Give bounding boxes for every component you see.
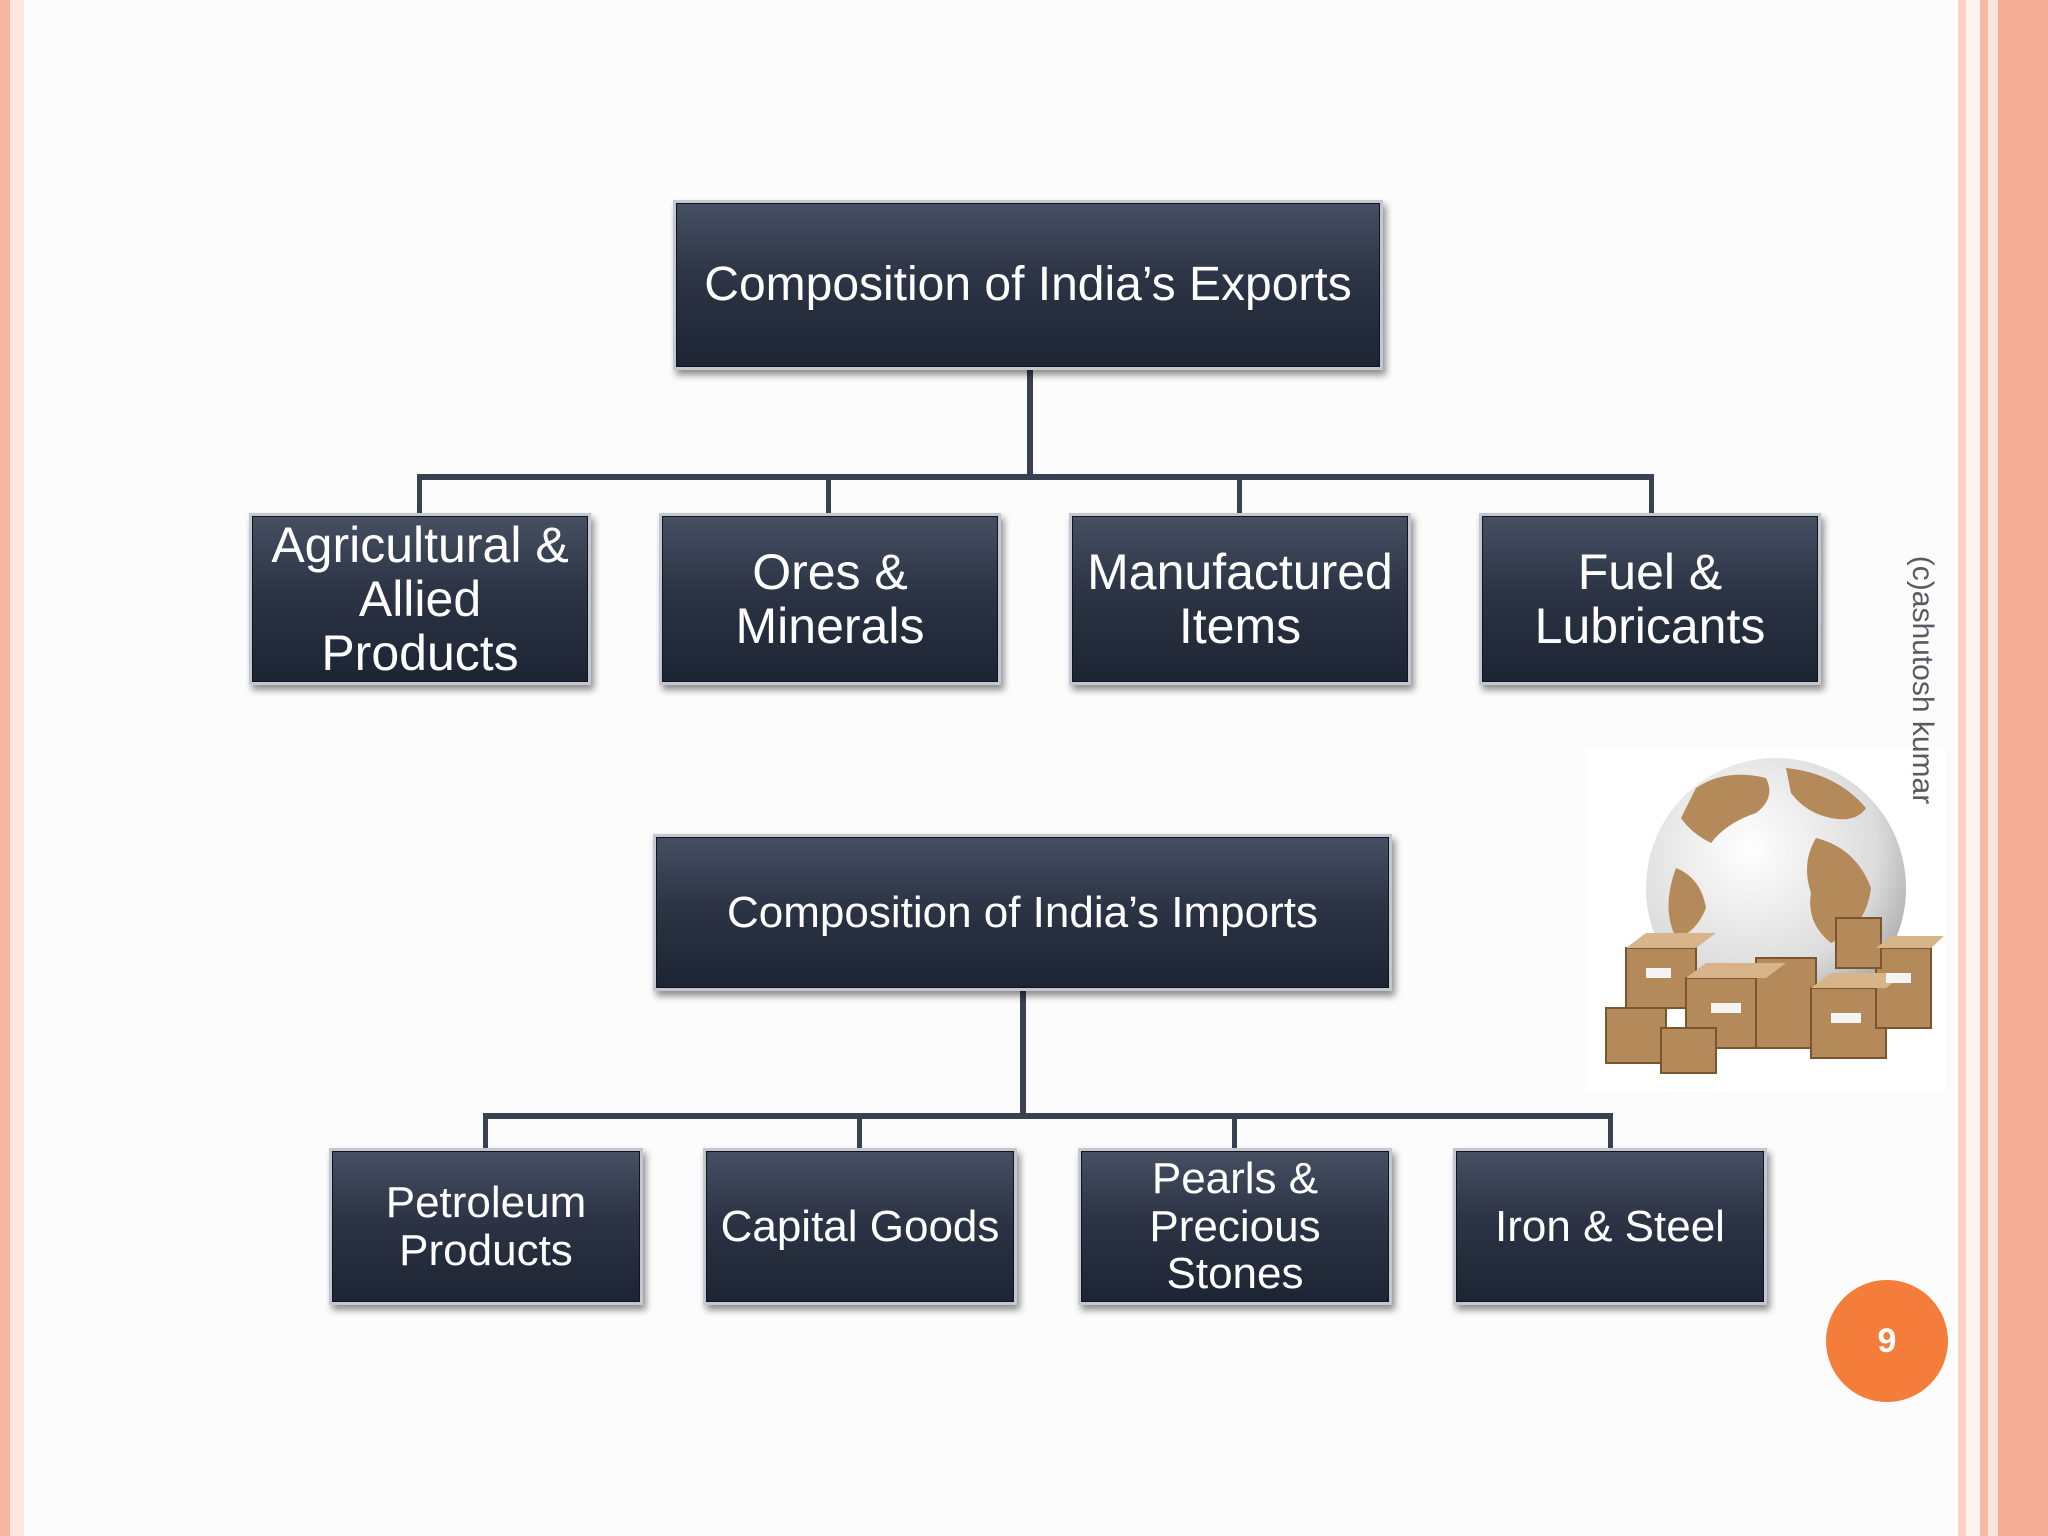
page-number: 9 [1877,1321,1897,1360]
exports-item-label: Fuel & Lubricants [1534,544,1766,654]
exports-item-agricultural: Agricultural & Allied Products [249,513,591,685]
right-border-decoration [1958,0,2048,1536]
left-border-decoration [0,0,24,1536]
exports-item-label: Ores & Minerals [735,544,925,654]
imports-item-label: Petroleum Products [385,1177,587,1275]
author-credit-text: (c)ashutosh kumar [1906,555,1939,805]
imports-connector-stem [1020,988,1026,1118]
imports-item-label: Iron & Steel [1495,1201,1725,1251]
imports-item-pearls: Pearls & Precious Stones [1078,1148,1392,1305]
exports-connector-drop-4 [1649,474,1654,516]
imports-connector-drop-4 [1608,1113,1613,1151]
exports-connector-drop-3 [1237,474,1242,516]
imports-item-label: Pearls & Precious Stones [1149,1154,1321,1299]
exports-item-label: Manufactured Items [1087,544,1393,654]
exports-item-fuel: Fuel & Lubricants [1479,513,1821,685]
imports-connector-drop-3 [1232,1113,1237,1151]
imports-connector-bar [483,1113,1613,1119]
imports-item-petroleum: Petroleum Products [329,1148,643,1305]
exports-title: Composition of India’s Exports [704,258,1352,312]
exports-connector-bar [417,474,1654,480]
imports-connector-drop-2 [857,1113,862,1151]
imports-item-label: Capital Goods [720,1201,1000,1251]
exports-connector-drop-1 [417,474,422,516]
imports-item-iron-steel: Iron & Steel [1453,1148,1767,1305]
globe-with-boxes-icon [1586,748,1946,1092]
exports-item-manufactured: Manufactured Items [1069,513,1411,685]
exports-title-box: Composition of India’s Exports [673,200,1383,370]
exports-connector-drop-2 [826,474,831,516]
exports-connector-stem [1027,368,1033,478]
exports-item-ores: Ores & Minerals [659,513,1001,685]
imports-title: Composition of India’s Imports [726,887,1318,937]
imports-connector-drop-1 [483,1113,488,1151]
page-number-badge: 9 [1826,1280,1948,1402]
imports-title-box: Composition of India’s Imports [653,834,1392,991]
exports-item-label: Agricultural & Allied Products [271,517,569,681]
imports-item-capital-goods: Capital Goods [703,1148,1017,1305]
